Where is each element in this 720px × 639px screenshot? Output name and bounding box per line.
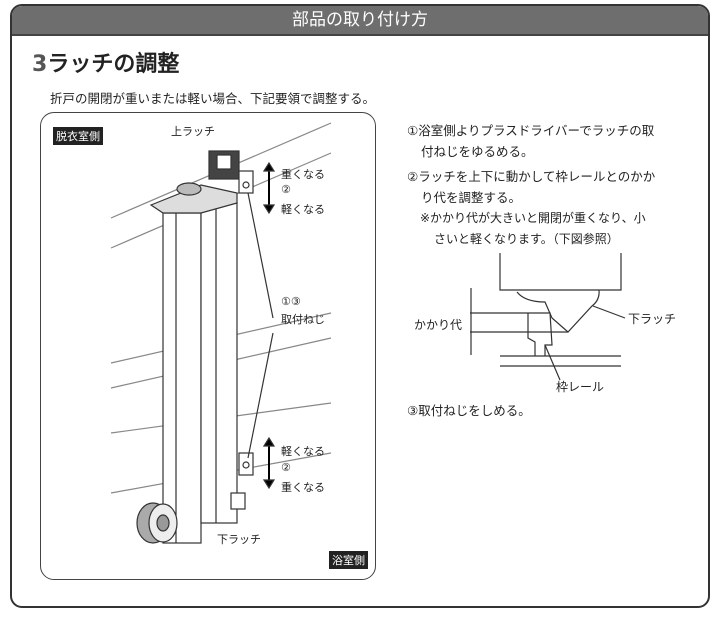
step-2-line1: ②ラッチを上下に動かして枠レールとのかか [407, 169, 656, 184]
upper-latch-label: 上ラッチ [171, 125, 215, 138]
heavier-label: 重くなる [281, 168, 325, 181]
instruction-frame: 部品の取り付け方 [10, 4, 710, 608]
header-title: 部品の取り付け方 [12, 6, 708, 36]
step2-marker-lower: ② [281, 461, 291, 474]
section-title-text: ラッチの調整 [47, 52, 180, 77]
overlap-label: かかり代 [414, 318, 463, 332]
dressing-side-badge: 脱衣室側 [53, 127, 103, 145]
note: ※かかり代が大きいと開閉が重くなり、小さいと軽くなります。（下図参照） [420, 208, 646, 250]
lighter-label: 軽くなる [281, 203, 325, 216]
rail-label: 枠レール [556, 380, 605, 394]
screw-label: 取付ねじ [281, 313, 325, 326]
step-2-line2: り代を調整する。 [421, 190, 522, 205]
screw-marker: ①③ [281, 295, 301, 308]
step-2: ②ラッチを上下に動かして枠レールとのかかり代を調整する。 [407, 166, 655, 208]
step-1-line1: ①浴室側よりプラスドライバーでラッチの取 [407, 123, 655, 138]
step-1: ①浴室側よりプラスドライバーでラッチの取付ねじをゆるめる。 [407, 120, 654, 162]
intro-text: 折戸の開閉が重いまたは軽い場合、下記要領で調整する。 [50, 91, 376, 106]
door-illustration [110, 122, 332, 544]
step-3: ③取付ねじをしめる。 [407, 403, 531, 418]
bath-side-badge: 浴室側 [329, 551, 368, 569]
note-line1: ※かかり代が大きいと開閉が重くなり、小 [420, 211, 646, 225]
section-title: 3ラッチの調整 [32, 46, 179, 78]
section-number: 3 [32, 52, 48, 77]
note-line2: さいと軽くなります。（下図参照） [434, 232, 619, 246]
door-diagram: 脱衣室側 浴室側 上ラッチ 下ラッチ 重くなる ② 軽くなる 軽くなる ② 重く… [40, 112, 376, 580]
lower-latch-label: 下ラッチ [217, 533, 261, 546]
lower-latch-detail-label: 下ラッチ [628, 312, 677, 326]
step-1-line2: 付ねじをゆるめる。 [421, 144, 534, 159]
step2-marker: ② [281, 183, 291, 196]
lighter-label-lower: 軽くなる [281, 445, 325, 458]
heavier-label-lower: 重くなる [281, 481, 325, 494]
